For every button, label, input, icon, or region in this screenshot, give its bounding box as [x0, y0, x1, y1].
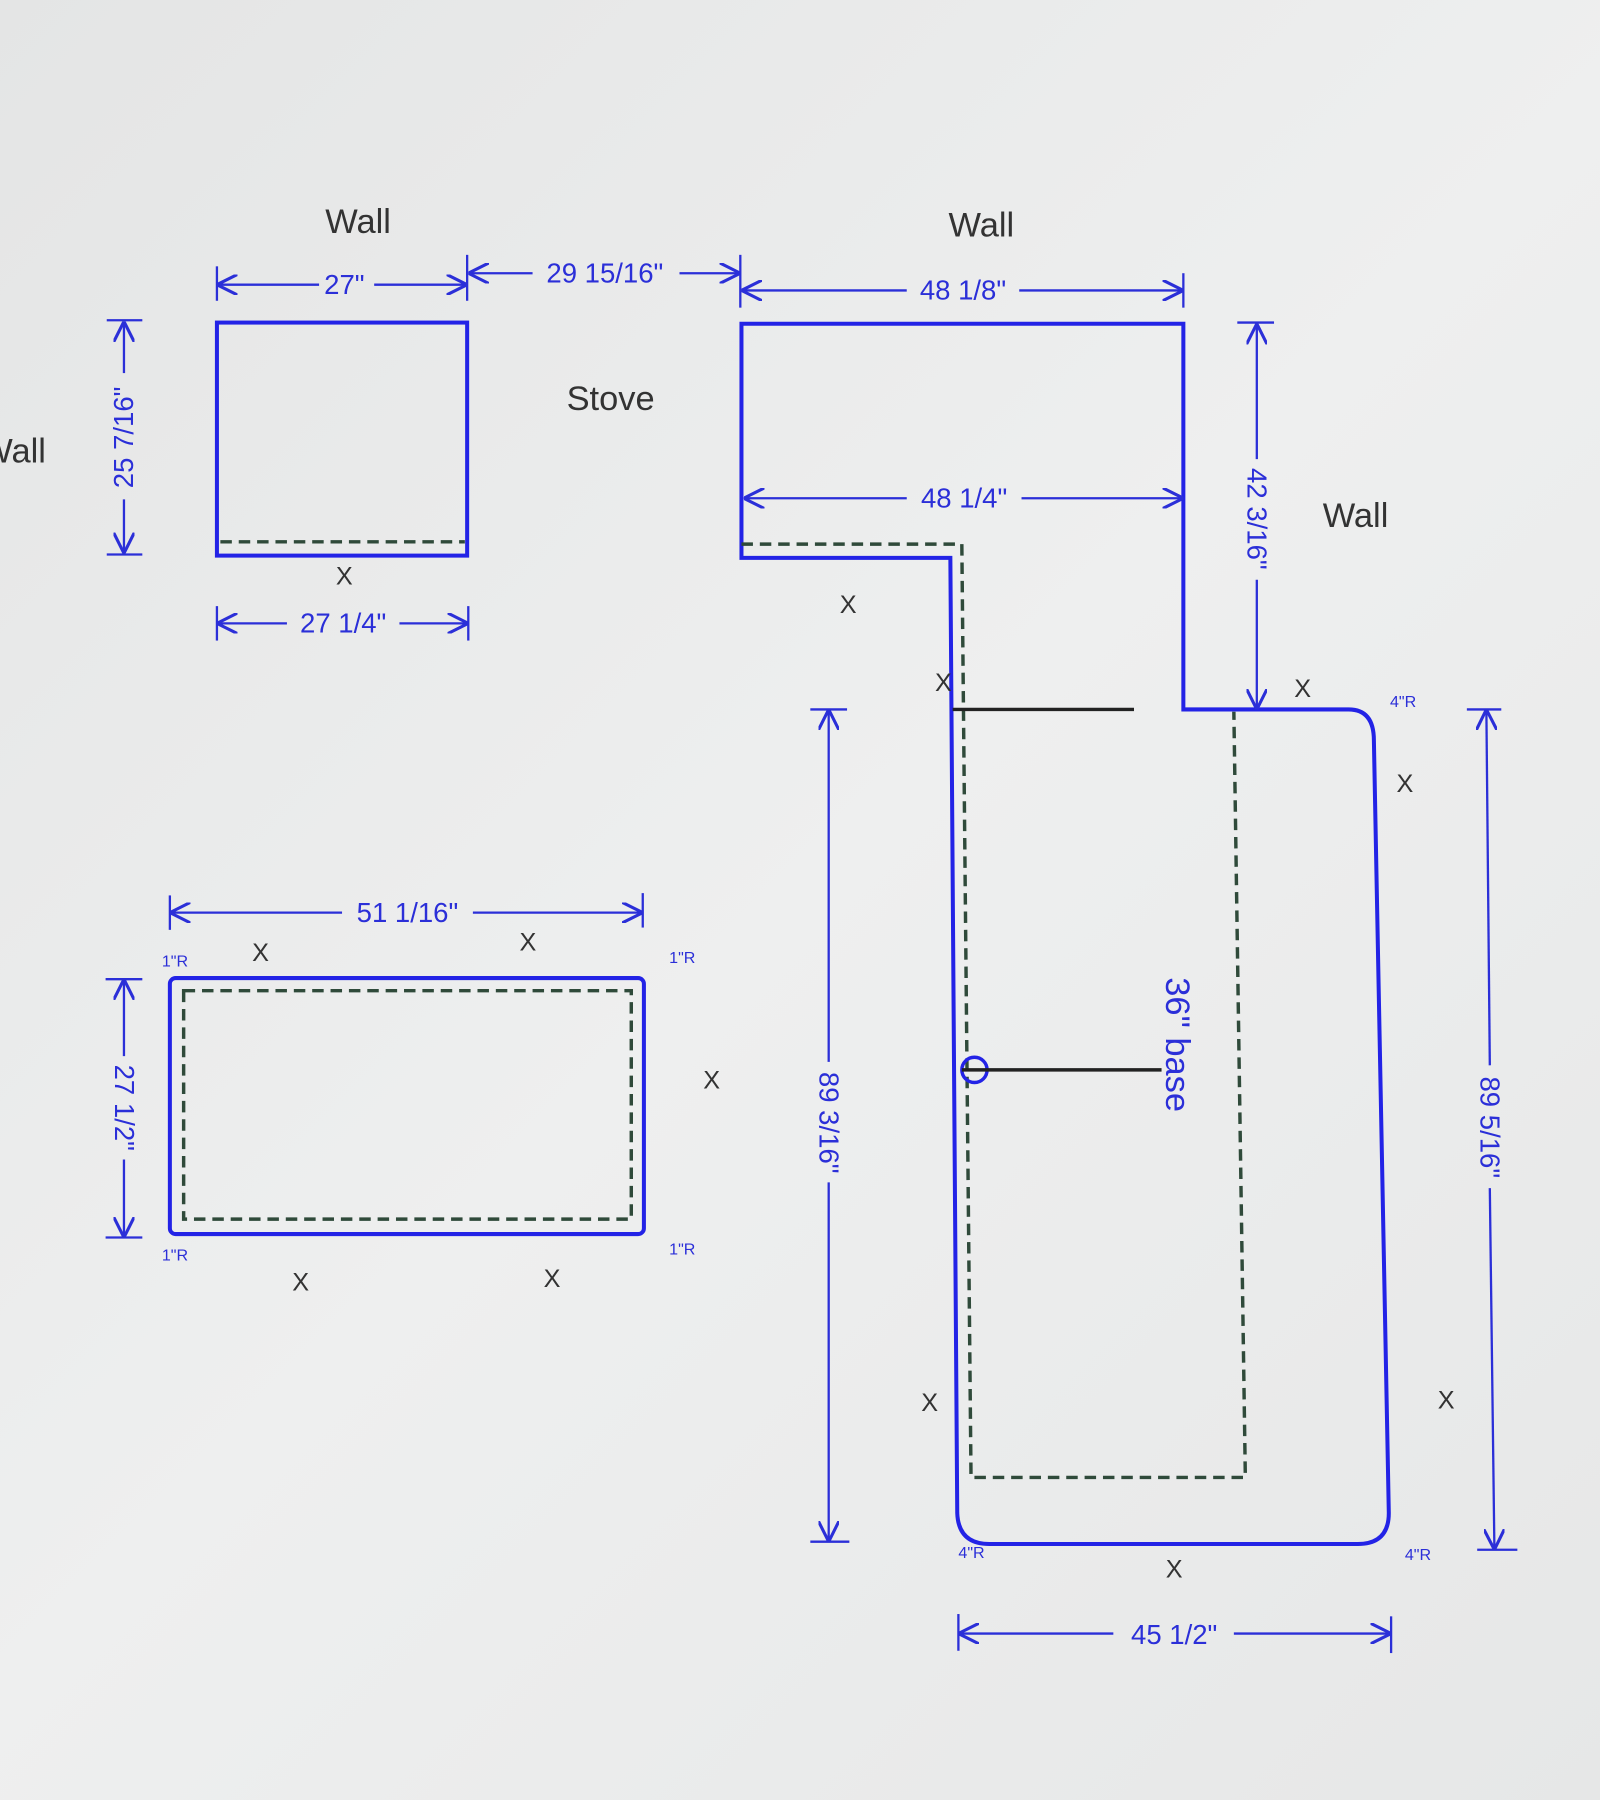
- dim-l-bottom-width: 45 1/2": [1131, 1619, 1217, 1650]
- small-counter-piece: [214, 320, 470, 558]
- l-shaped-counter-piece: [739, 321, 1391, 1547]
- wall-label-left: Wall: [0, 433, 46, 471]
- dim-island-width: 51 1/16": [357, 897, 459, 928]
- base-label: 36" base: [1158, 977, 1196, 1112]
- island-counter-piece: [167, 976, 646, 1237]
- dimension-lines: [105, 254, 1518, 1654]
- dim-l-far-right-height: 89 5/16": [1475, 1076, 1506, 1178]
- svg-text:4"R: 4"R: [958, 1544, 984, 1562]
- svg-text:X: X: [1438, 1387, 1455, 1415]
- dim-stove-gap: 29 15/16": [546, 257, 663, 288]
- svg-text:1"R: 1"R: [162, 1246, 188, 1264]
- dim-l-top-width: 48 1/8": [920, 275, 1006, 306]
- svg-text:X: X: [935, 669, 952, 697]
- svg-text:X: X: [544, 1265, 561, 1293]
- l-piece-dashed-cabinet-line: [741, 542, 1248, 1480]
- dim-small-height: 25 7/16": [108, 387, 139, 489]
- svg-text:1"R: 1"R: [669, 1241, 695, 1259]
- svg-text:1"R: 1"R: [669, 949, 695, 967]
- stove-label: Stove: [567, 380, 655, 418]
- svg-text:X: X: [1294, 675, 1311, 703]
- svg-text:X: X: [520, 929, 537, 957]
- dim-island-height: 27 1/2": [109, 1065, 140, 1151]
- finished-edge-marks: X X X X X X X X X X X X X: [252, 562, 1455, 1583]
- svg-text:1"R: 1"R: [162, 953, 188, 971]
- svg-text:X: X: [840, 591, 857, 619]
- svg-text:X: X: [252, 939, 269, 967]
- island-dashed-cabinet-line: [181, 988, 633, 1221]
- dim-l-inner-width: 48 1/4": [921, 482, 1007, 513]
- svg-text:X: X: [921, 1389, 938, 1417]
- svg-text:X: X: [1396, 770, 1413, 798]
- svg-text:4"R: 4"R: [1390, 693, 1416, 711]
- dim-l-left-height: 89 3/16": [814, 1072, 845, 1174]
- wall-label-right: Wall: [1323, 497, 1389, 535]
- dim-l-right-height: 42 3/16": [1242, 468, 1273, 570]
- dim-small-bottom-width: 27 1/4": [300, 608, 386, 639]
- wall-label-top-right: Wall: [949, 206, 1015, 244]
- svg-text:X: X: [292, 1268, 309, 1296]
- wall-label-top-left: Wall: [325, 203, 391, 241]
- svg-text:X: X: [336, 562, 353, 590]
- dim-small-top-width: 27": [324, 269, 364, 300]
- svg-text:4"R: 4"R: [1405, 1546, 1431, 1564]
- svg-text:X: X: [1166, 1555, 1183, 1583]
- svg-text:X: X: [703, 1066, 720, 1094]
- corner-radius-labels: 1"R 1"R 1"R 1"R 4"R 4"R 4"R: [162, 693, 1431, 1564]
